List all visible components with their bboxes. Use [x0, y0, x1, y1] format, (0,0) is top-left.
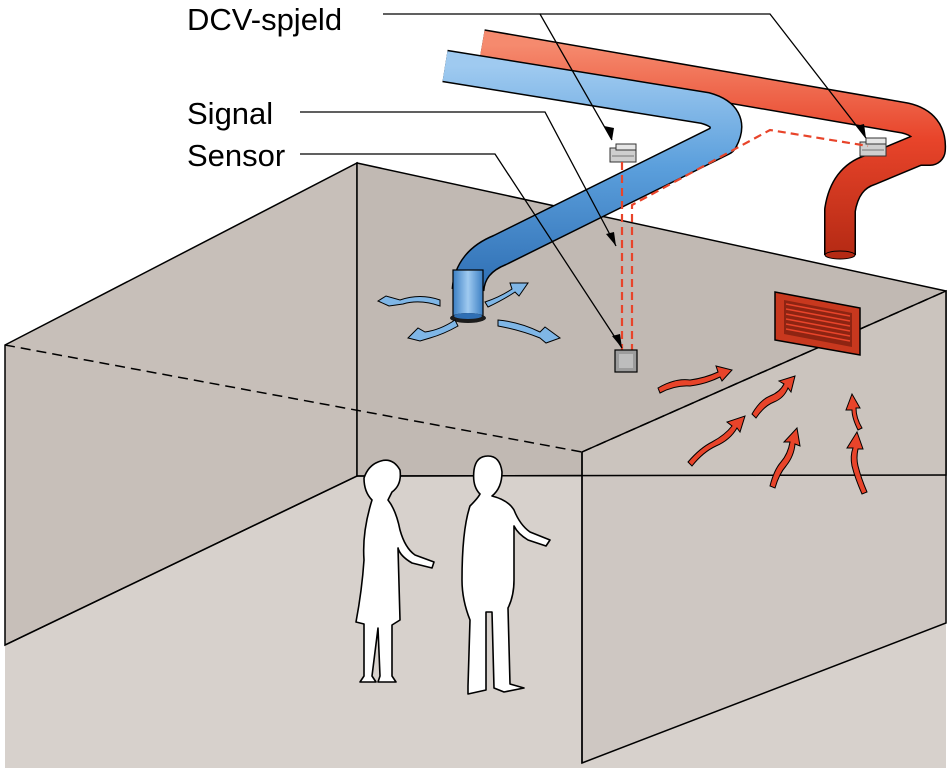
leader-lines [300, 13, 867, 349]
floor-edge-left [4, 475, 358, 646]
exhaust-air-arrow-icon [845, 392, 863, 431]
supply-air-arrow-icon [376, 295, 441, 307]
co2-sensor [614, 349, 638, 373]
exhaust-air-arrow-icon [751, 375, 796, 419]
dcv-damper-label: DCV-spjeld [187, 2, 343, 37]
hidden-ceiling-edge-left [4, 344, 583, 453]
exhaust-air-arrow-icon [657, 365, 733, 394]
supply-air-arrows [376, 282, 562, 344]
person-icon [461, 455, 551, 695]
sensor-label: Sensor [187, 138, 286, 173]
signal-wires [620, 128, 869, 352]
people [355, 455, 551, 695]
leader-arrowheads [604, 124, 866, 348]
supply-air-arrow-icon [484, 282, 529, 308]
supply-air-duct [442, 49, 743, 323]
dcv-damper-icon [609, 143, 637, 163]
floor-edge-back [356, 474, 947, 477]
leader-sensor [300, 153, 623, 349]
exhaust-air-arrow-icon [769, 426, 801, 489]
person-icon [355, 459, 435, 683]
signal-label: Signal [187, 96, 274, 131]
supply-air-arrow-icon [497, 319, 562, 344]
dcv-damper-return [859, 137, 887, 157]
leader-dcv-return [540, 13, 867, 139]
co2-sensor-icon [614, 349, 638, 373]
exhaust-air-arrows [657, 365, 868, 495]
leader-signal [300, 111, 617, 247]
exhaust-air-arrow-icon [846, 430, 868, 495]
exhaust-air-arrow-icon [687, 415, 746, 467]
supply-air-arrow-icon [407, 319, 459, 342]
exhaust-grille-icon [774, 291, 861, 356]
hidden-ceiling-edge-right [581, 290, 947, 453]
dcv-damper-icon [859, 137, 887, 157]
dcv-damper-supply [609, 143, 637, 163]
exhaust-grille [774, 291, 861, 356]
return-air-duct [479, 29, 947, 260]
